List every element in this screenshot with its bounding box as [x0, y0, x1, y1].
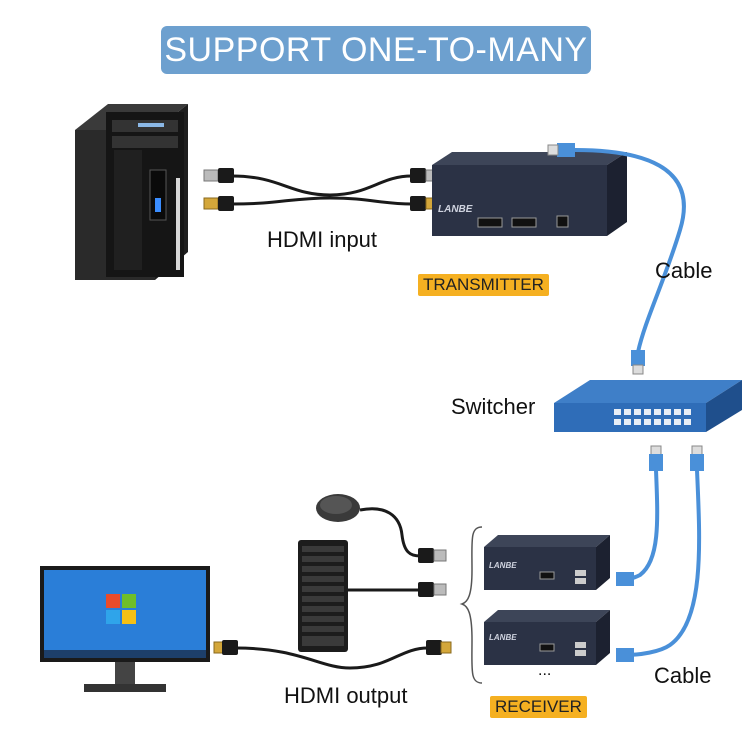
pc-tower-icon: [75, 104, 188, 280]
transmitter-device-icon: LANBE: [432, 152, 627, 236]
keyboard-icon: [298, 540, 420, 652]
receiver-1-device-icon: LANBE: [484, 535, 610, 590]
rj45-plugs-icon: [616, 445, 704, 662]
windows-logo-icon: [106, 594, 136, 624]
hdmi-input-label: HDMI input: [267, 227, 378, 252]
svg-text:LANBE: LANBE: [438, 204, 473, 215]
cable-label-bottom: Cable: [654, 663, 712, 688]
network-cable-top: [547, 143, 686, 375]
mouse-icon: [316, 494, 421, 558]
network-cable-bottom: [619, 469, 702, 657]
switcher-device-icon: [554, 380, 742, 432]
receiver-2-device-icon: LANBE: [484, 610, 610, 665]
hdmi-output-label: HDMI output: [284, 683, 408, 708]
receiver-bracket: [459, 526, 483, 684]
switcher-label: Switcher: [451, 394, 536, 419]
hdmi-input-cable: [231, 174, 413, 206]
svg-text:LANBE: LANBE: [489, 561, 517, 570]
title-banner: SUPPORT ONE-TO-MANY: [161, 26, 591, 74]
ellipsis-label: ...: [538, 662, 552, 679]
receiver-tag: RECEIVER: [490, 696, 587, 718]
svg-text:LANBE: LANBE: [489, 633, 517, 642]
transmitter-tag: TRANSMITTER: [418, 274, 549, 296]
cable-label-top: Cable: [655, 258, 713, 283]
hdmi-output-cable: [213, 640, 452, 670]
usb-plugs-receiver-icon: [418, 548, 447, 597]
usb-plug-left-icon: [203, 168, 234, 183]
hdmi-plug-left-icon: [203, 196, 234, 211]
monitor-icon: [40, 566, 210, 692]
